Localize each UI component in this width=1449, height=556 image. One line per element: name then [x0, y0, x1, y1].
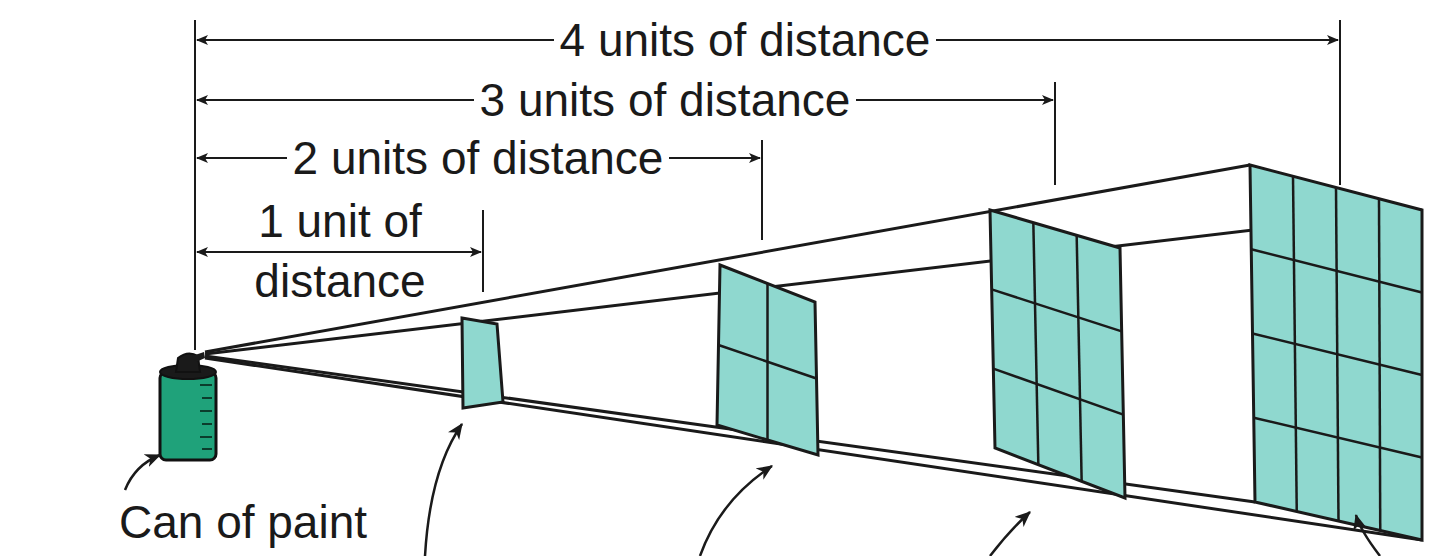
grid-line [1379, 199, 1380, 531]
grid-line [992, 289, 1122, 331]
grid-line [993, 369, 1123, 415]
grid-line [1253, 334, 1423, 376]
grid-line [1033, 223, 1038, 465]
paint-square [990, 210, 1125, 498]
paint-square [717, 265, 818, 455]
square-outline [717, 265, 818, 455]
paint-squares [462, 165, 1422, 540]
paint-square [1250, 165, 1422, 540]
paint-can [160, 352, 216, 460]
grid-line [1077, 235, 1082, 481]
dimension-label: 4 units of distance [554, 14, 937, 67]
square-outline [1250, 165, 1422, 540]
grid-line [1254, 418, 1422, 458]
grid-line [719, 345, 817, 379]
dimension-label: 1 unit of distance [199, 192, 481, 312]
square-outline [990, 210, 1125, 498]
part-label: Can of paint [113, 496, 373, 549]
paint-square [462, 318, 503, 408]
dimension-label: 3 units of distance [474, 74, 857, 127]
square-outline [462, 318, 503, 408]
dimension-label: 2 units of distance [287, 132, 670, 185]
